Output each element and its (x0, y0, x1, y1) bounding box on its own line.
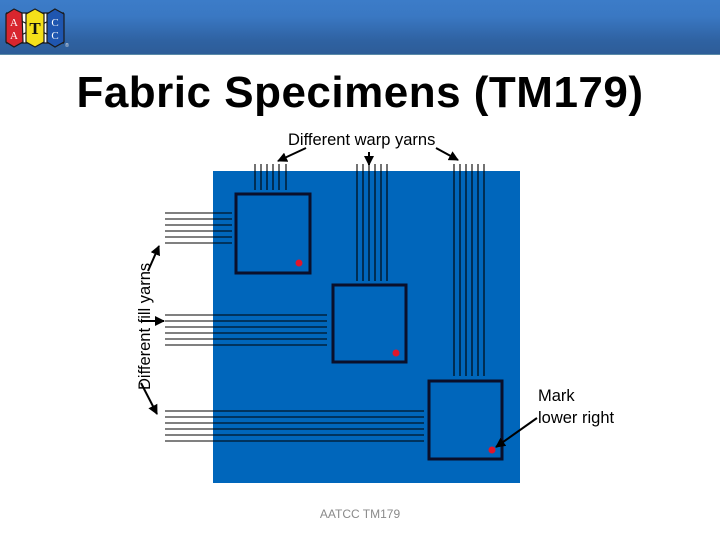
slide-footer: AATCC TM179 (319, 507, 401, 521)
logo-letter-c-bottom: C (51, 30, 58, 42)
logo-letter-c-top: C (51, 17, 58, 29)
logo-red-hexagon (5, 8, 24, 48)
warp-yarns (254, 164, 485, 376)
specimen-mark-dot-3 (488, 446, 496, 454)
logo-letter-a-top: A (10, 17, 18, 29)
warp-arrow-right (435, 147, 459, 161)
fill-arrow-top (147, 245, 160, 272)
specimen-mark-dot-1 (295, 259, 303, 267)
logo-registered-mark: ® (65, 42, 69, 48)
mark-label-line-1: Mark (538, 387, 575, 405)
warp-arrow-left (277, 147, 307, 162)
specimens (234, 192, 504, 461)
slide-title: Fabric Specimens (TM179) (76, 68, 644, 117)
logo-letter-a-bottom: A (10, 30, 18, 42)
mark-label-line-2: lower right (538, 409, 615, 427)
specimen-mark-dot-2 (392, 349, 400, 357)
specimen-box-2 (331, 283, 408, 364)
warp-yarns-label: Different warp yarns (288, 131, 436, 149)
mark-arrow (495, 417, 538, 448)
logo-blue-hexagon (46, 8, 65, 48)
fill-arrow-bottom (140, 382, 158, 415)
fill-yarns-label: Different fill yarns (136, 262, 154, 390)
specimen-box-3 (427, 379, 504, 461)
fill-yarns (165, 212, 424, 442)
logo-yellow-hexagon (25, 8, 45, 48)
slide-header-bar: A A T C C ® (0, 0, 720, 55)
specimen-box-1 (234, 192, 312, 275)
logo-letter-t: T (29, 19, 41, 38)
mark-lower-right-label: Mark lower right (538, 385, 614, 429)
aatcc-logo: A A T C C ® (5, 8, 69, 48)
